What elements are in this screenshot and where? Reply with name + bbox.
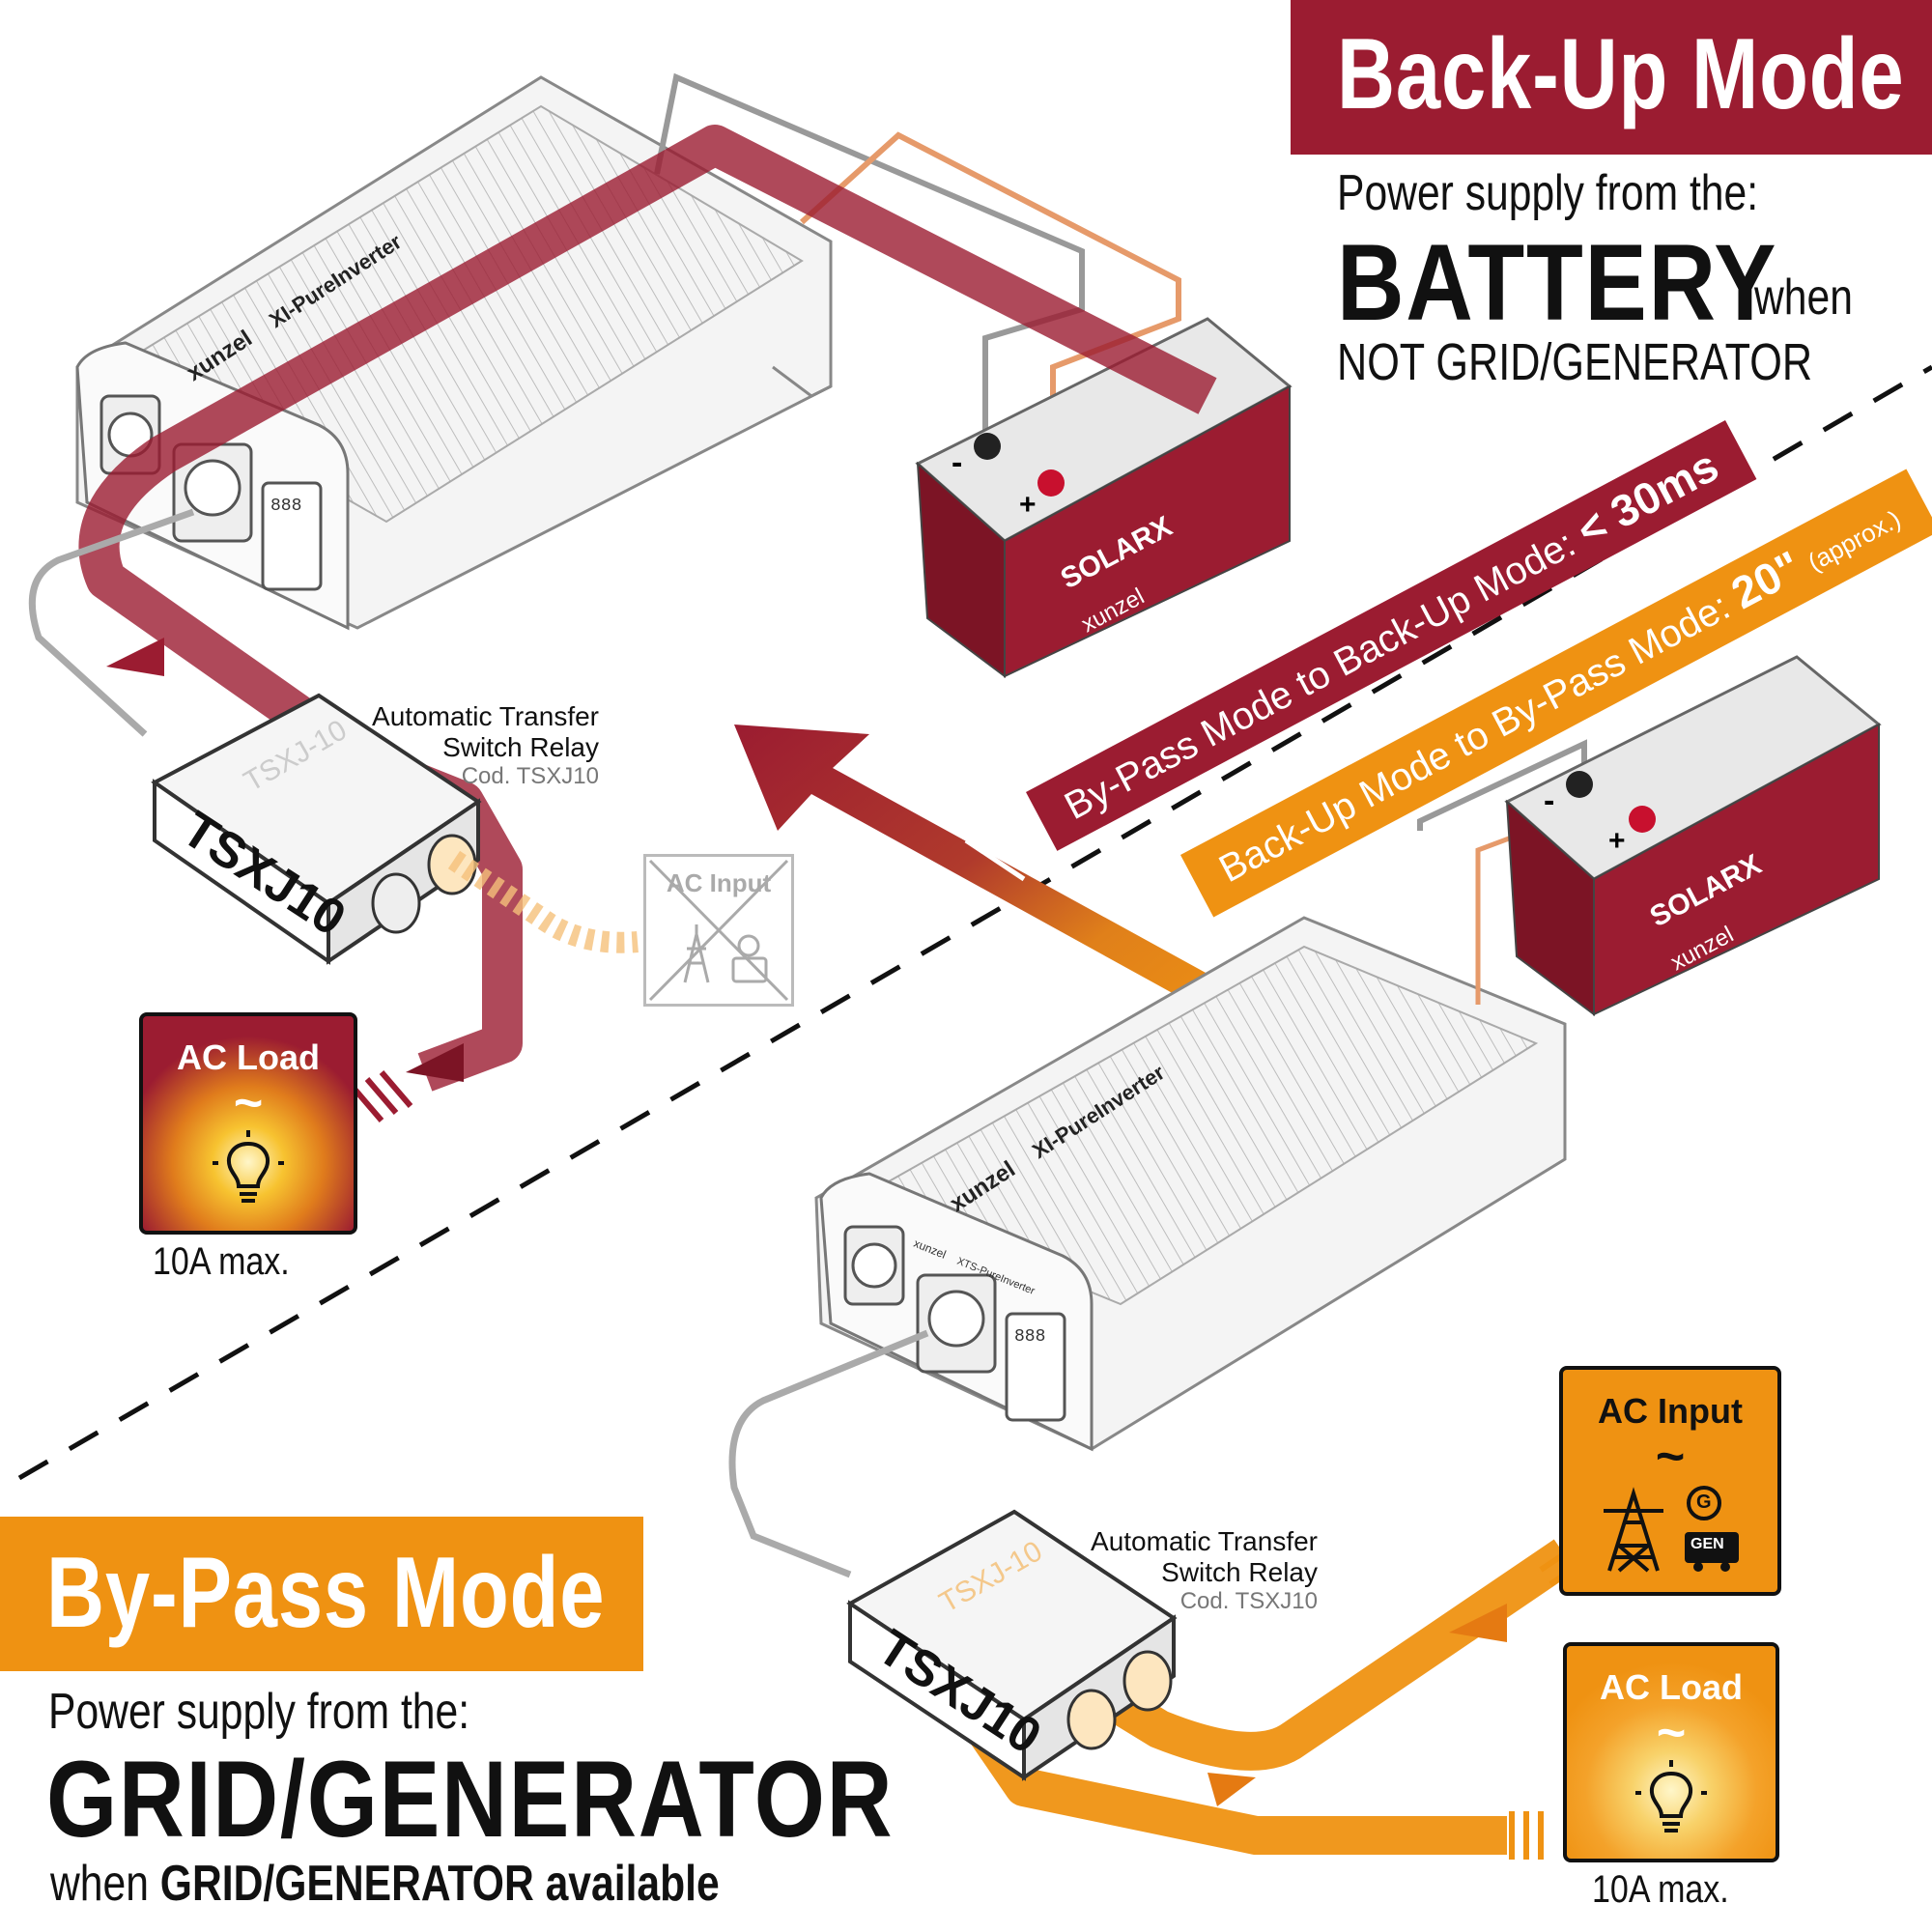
backup-flow-arrowhead-1 bbox=[106, 638, 164, 676]
lightbulb-icon bbox=[1635, 1760, 1707, 1833]
power-cord-bottom bbox=[728, 1329, 929, 1578]
battery-bottom-neg: - bbox=[1544, 782, 1554, 819]
relay-bottom-name-line2: Switch Relay bbox=[1161, 1557, 1318, 1587]
battery-top-neg: - bbox=[952, 444, 962, 481]
battery-cable-neg-top bbox=[654, 72, 1085, 444]
backup-flow-stripes bbox=[350, 1070, 413, 1122]
battery-cable-neg-bottom bbox=[1417, 739, 1587, 831]
battery-top-pos: + bbox=[1019, 489, 1037, 521]
bypass-mode-title: By-Pass Mode bbox=[46, 1537, 606, 1649]
relay-top bbox=[151, 693, 482, 965]
inverter-top-display: 888 bbox=[270, 497, 301, 516]
inactive-ac-input-cable bbox=[447, 850, 639, 953]
relay-top-code: Cod. TSXJ10 bbox=[461, 763, 599, 789]
relay-bottom bbox=[846, 1509, 1178, 1781]
bypass-mode-when: when GRID/GENERATOR available bbox=[50, 1855, 720, 1913]
generator-icon bbox=[1685, 1486, 1739, 1572]
battery-bottom bbox=[1504, 655, 1882, 1016]
relay-top-name-line1: Automatic Transfer bbox=[372, 701, 599, 731]
bypass-mode-source: GRID/GENERATOR bbox=[46, 1739, 895, 1860]
backup-mode-banner bbox=[1291, 0, 1932, 155]
ac-load-bypass-tilde: ~ bbox=[1656, 1705, 1687, 1761]
ac-load-backup-tilde: ~ bbox=[233, 1075, 264, 1131]
ac-load-backup: AC Load ~ bbox=[139, 1012, 357, 1235]
mode-divider-line bbox=[17, 364, 1932, 1481]
backup-mode-when: when bbox=[1754, 270, 1853, 326]
relay-top-caption: Automatic Transfer Switch Relay Cod. TSX… bbox=[348, 701, 599, 790]
generator-g-label: G bbox=[1696, 1492, 1712, 1513]
backup-mode-subtitle: Power supply from the: bbox=[1337, 165, 1759, 221]
relay-bottom-code: Cod. TSXJ10 bbox=[1179, 1588, 1318, 1614]
bypass-mode-subtitle: Power supply from the: bbox=[48, 1684, 470, 1740]
backup-mode-condition: NOT GRID/GENERATOR bbox=[1337, 333, 1813, 391]
battery-cable-pos-top bbox=[799, 131, 1181, 454]
relay-bottom-caption: Automatic Transfer Switch Relay Cod. TSX… bbox=[1066, 1526, 1318, 1615]
backup-mode-source: BATTERY bbox=[1337, 222, 1778, 343]
ac-load-bypass-max: 10A max. bbox=[1592, 1868, 1729, 1911]
ac-input-bypass-tilde: ~ bbox=[1655, 1429, 1686, 1485]
ac-load-bypass-label: AC Load bbox=[1600, 1667, 1743, 1707]
bypass-mode-condition: GRID/GENERATOR available bbox=[159, 1856, 720, 1912]
inverter-bottom bbox=[814, 916, 1567, 1452]
relay-top-name-line2: Switch Relay bbox=[442, 732, 599, 762]
ac-input-bypass: AC Input ~ G GEN bbox=[1559, 1366, 1781, 1596]
inverter-bottom-display: 888 bbox=[1014, 1327, 1045, 1347]
lightbulb-icon bbox=[213, 1130, 284, 1203]
bypass-flow-arrowhead-2 bbox=[1208, 1773, 1256, 1806]
ac-input-inactive-icons bbox=[648, 859, 789, 1002]
bypass-mode-when-prefix: when bbox=[50, 1856, 149, 1912]
backup-mode-title: Back-Up Mode bbox=[1337, 18, 1905, 130]
ac-input-bypass-label: AC Input bbox=[1598, 1391, 1743, 1431]
bypass-flow-arrowhead-1 bbox=[1449, 1604, 1507, 1642]
backup-flow-arrowhead-2 bbox=[406, 1043, 464, 1082]
bypass-mode-banner bbox=[0, 1517, 643, 1671]
generator-gen-label: GEN bbox=[1690, 1536, 1724, 1552]
ac-load-bypass: AC Load ~ bbox=[1563, 1642, 1779, 1862]
relay-bottom-name-line1: Automatic Transfer bbox=[1091, 1526, 1318, 1556]
power-cord-top bbox=[28, 508, 195, 737]
ac-input-inactive-label: AC Input bbox=[666, 868, 772, 897]
power-tower-icon bbox=[1604, 1487, 1663, 1573]
ac-load-backup-label: AC Load bbox=[177, 1037, 320, 1077]
ac-load-backup-max: 10A max. bbox=[153, 1240, 290, 1283]
ac-input-inactive: AC Input bbox=[643, 854, 794, 1007]
battery-bottom-pos: + bbox=[1608, 825, 1626, 857]
